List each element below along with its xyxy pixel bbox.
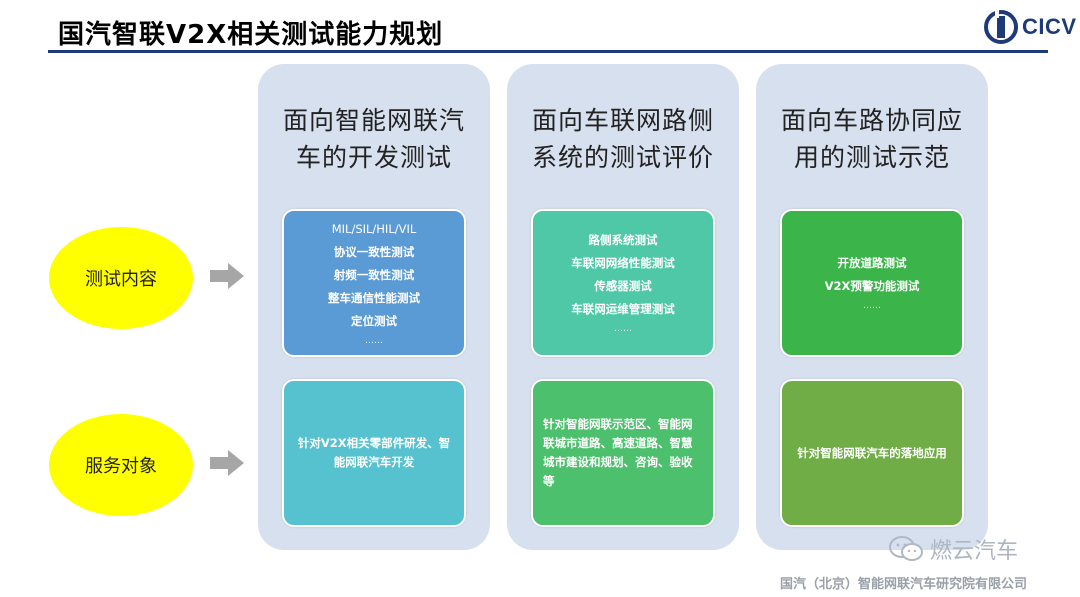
content-item: 协议一致性测试 [333,244,415,259]
cicv-logo: CICV [984,10,1077,44]
content-item: …… [614,324,632,334]
content-item: …… [863,301,881,311]
service-text: 针对智能网联示范区、智能网联城市道路、高速道路、智慧城市建设和规划、咨询、验收等 [543,417,693,488]
row-label-text: 测试内容 [85,269,157,290]
column-title: 面向车路协同应 用的测试示范 [780,106,963,172]
test-content-box: 开放道路测试 V2X预警功能测试 …… [780,209,964,357]
watermark: 燃云汽车 [888,533,1018,565]
content-item: 定位测试 [351,313,397,328]
content-item: 车联网运维管理测试 [571,302,675,316]
content-item: 开放道路测试 [837,256,907,270]
column-dev-testing: 面向智能网联汽 车的开发测试 MIL/SIL/HIL/VIL 协议一致性测试 射… [258,64,490,550]
footer-company: 国汽（北京）智能网联汽车研究院有限公司 [780,577,1028,592]
column-v2x-demo: 面向车路协同应 用的测试示范 开放道路测试 V2X预警功能测试 …… 针对智能网… [756,64,988,550]
content-item: 传感器测试 [594,279,652,293]
title-divider [48,50,1048,53]
test-content-box: 路侧系统测试 车联网网络性能测试 传感器测试 车联网运维管理测试 …… [531,209,715,357]
watermark-text: 燃云汽车 [930,539,1019,564]
service-target-box: 针对智能网联示范区、智能网联城市道路、高速道路、智慧城市建设和规划、咨询、验收等 [531,379,715,527]
page-title: 国汽智联V2X相关测试能力规划 [58,20,444,50]
logo-text: CICV [1022,14,1077,39]
content-item: 整车通信性能测试 [328,290,420,305]
content-item: MIL/SIL/HIL/VIL [331,221,417,236]
row-label-text: 服务对象 [85,456,157,477]
cicv-logo-icon [984,10,1018,44]
content-item: 车联网网络性能测试 [571,256,675,270]
service-text: 针对智能网联汽车的落地应用 [797,445,947,460]
column-title: 面向车联网路侧 系统的测试评价 [531,106,714,172]
test-content-box: MIL/SIL/HIL/VIL 协议一致性测试 射频一致性测试 整车通信性能测试… [282,209,466,357]
service-text: 针对V2X相关零部件研发、智能网联汽车开发 [297,436,451,469]
content-item: V2X预警功能测试 [824,279,920,293]
arrow-right-icon [210,263,244,289]
column-title: 面向智能网联汽 车的开发测试 [282,106,465,172]
column-roadside-testing: 面向车联网路侧 系统的测试评价 路侧系统测试 车联网网络性能测试 传感器测试 车… [507,64,739,550]
content-item: …… [365,335,383,346]
service-target-box: 针对V2X相关零部件研发、智能网联汽车开发 [282,379,466,527]
content-item: 路侧系统测试 [588,233,658,247]
content-item: 射频一致性测试 [333,267,415,282]
service-target-box: 针对智能网联汽车的落地应用 [780,379,964,527]
arrow-right-icon [210,450,244,476]
row-label-service-target: 服务对象 [49,414,193,516]
row-label-test-content: 测试内容 [49,227,193,329]
wechat-icon [889,536,923,561]
